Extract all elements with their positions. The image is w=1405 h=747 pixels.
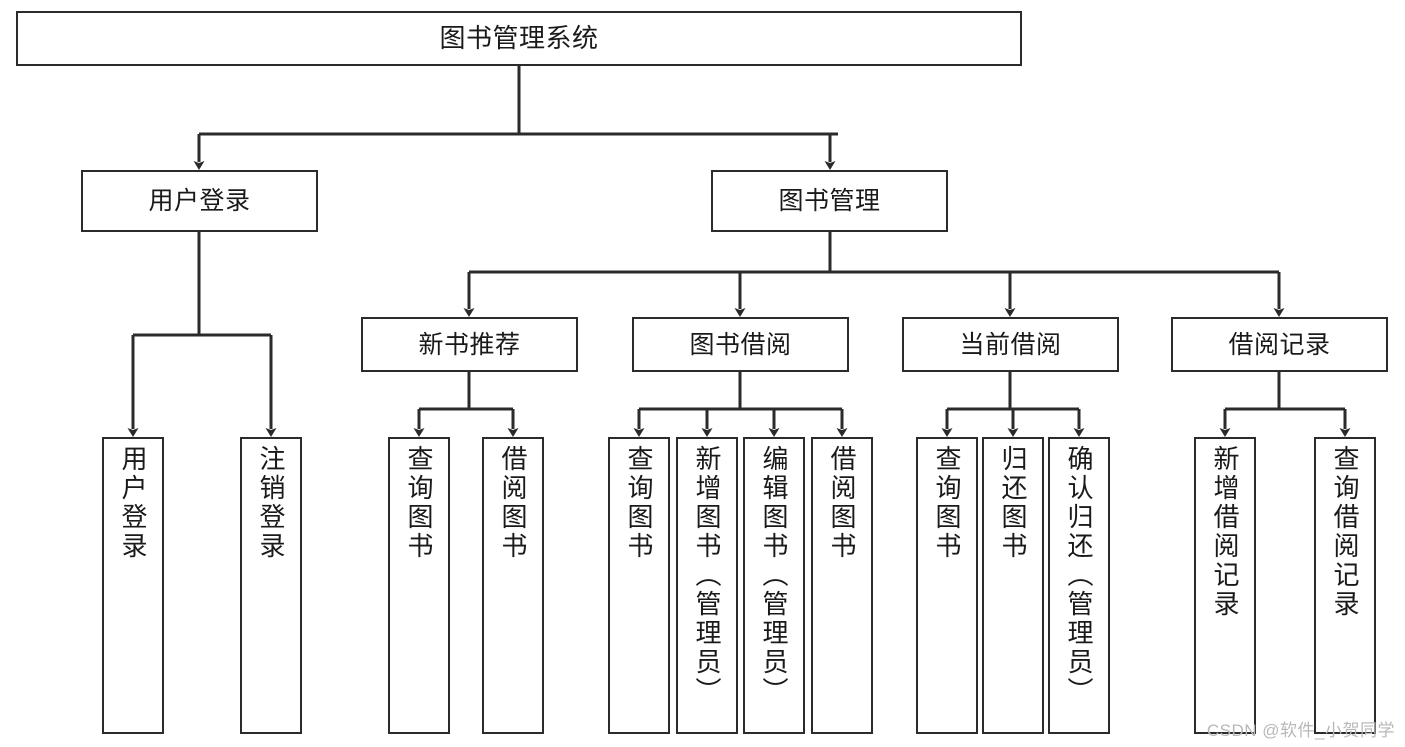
node-label: 借阅图书 [498, 445, 528, 561]
node-leaf-confirm-return[interactable]: 确认归还（管理员） [1048, 437, 1110, 734]
node-leaf-return-book[interactable]: 归还图书 [982, 437, 1044, 734]
node-label: 当前借阅 [959, 330, 1062, 359]
node-leaf-add-record[interactable]: 新增借阅记录 [1194, 437, 1256, 734]
node-leaf-query-book-3[interactable]: 查询图书 [916, 437, 978, 734]
node-user-login[interactable]: 用户登录 [81, 170, 318, 232]
node-leaf-user-login[interactable]: 用户登录 [102, 437, 164, 734]
node-label: 新增借阅记录 [1210, 445, 1240, 619]
node-label: 用户登录 [148, 187, 251, 215]
node-label: 编辑图书（管理员） [759, 445, 789, 706]
node-label: 新增图书（管理员） [692, 445, 722, 706]
node-label: 查询图书 [404, 445, 434, 561]
node-root-library-system[interactable]: 图书管理系统 [16, 11, 1022, 66]
node-leaf-edit-book[interactable]: 编辑图书（管理员） [743, 437, 805, 734]
node-book-borrow[interactable]: 图书借阅 [632, 317, 849, 372]
node-label: 新书推荐 [418, 330, 521, 359]
node-label: 图书管理系统 [439, 22, 599, 53]
node-book-manage[interactable]: 图书管理 [711, 170, 948, 232]
node-label: 图书管理 [778, 187, 881, 215]
node-label: 查询借阅记录 [1330, 445, 1360, 619]
node-leaf-logout-login[interactable]: 注销登录 [240, 437, 302, 734]
node-leaf-borrow-book-1[interactable]: 借阅图书 [482, 437, 544, 734]
node-leaf-add-book[interactable]: 新增图书（管理员） [676, 437, 738, 734]
node-new-book-recommend[interactable]: 新书推荐 [361, 317, 578, 372]
node-label: 归还图书 [998, 445, 1028, 561]
node-leaf-query-record[interactable]: 查询借阅记录 [1314, 437, 1376, 734]
node-label: 用户登录 [118, 445, 148, 561]
node-label: 查询图书 [932, 445, 962, 561]
node-leaf-borrow-book-2[interactable]: 借阅图书 [811, 437, 873, 734]
node-label: 确认归还（管理员） [1064, 445, 1094, 706]
node-label: 借阅记录 [1228, 330, 1331, 359]
node-label: 图书借阅 [689, 330, 792, 359]
node-label: 借阅图书 [827, 445, 857, 561]
node-leaf-query-book-1[interactable]: 查询图书 [388, 437, 450, 734]
csdn-watermark: CSDN @软件_小贺同学 [1206, 721, 1395, 740]
node-label: 注销登录 [256, 445, 286, 561]
node-borrow-record[interactable]: 借阅记录 [1171, 317, 1388, 372]
node-current-borrow[interactable]: 当前借阅 [902, 317, 1119, 372]
node-leaf-query-book-2[interactable]: 查询图书 [608, 437, 670, 734]
node-label: 查询图书 [624, 445, 654, 561]
